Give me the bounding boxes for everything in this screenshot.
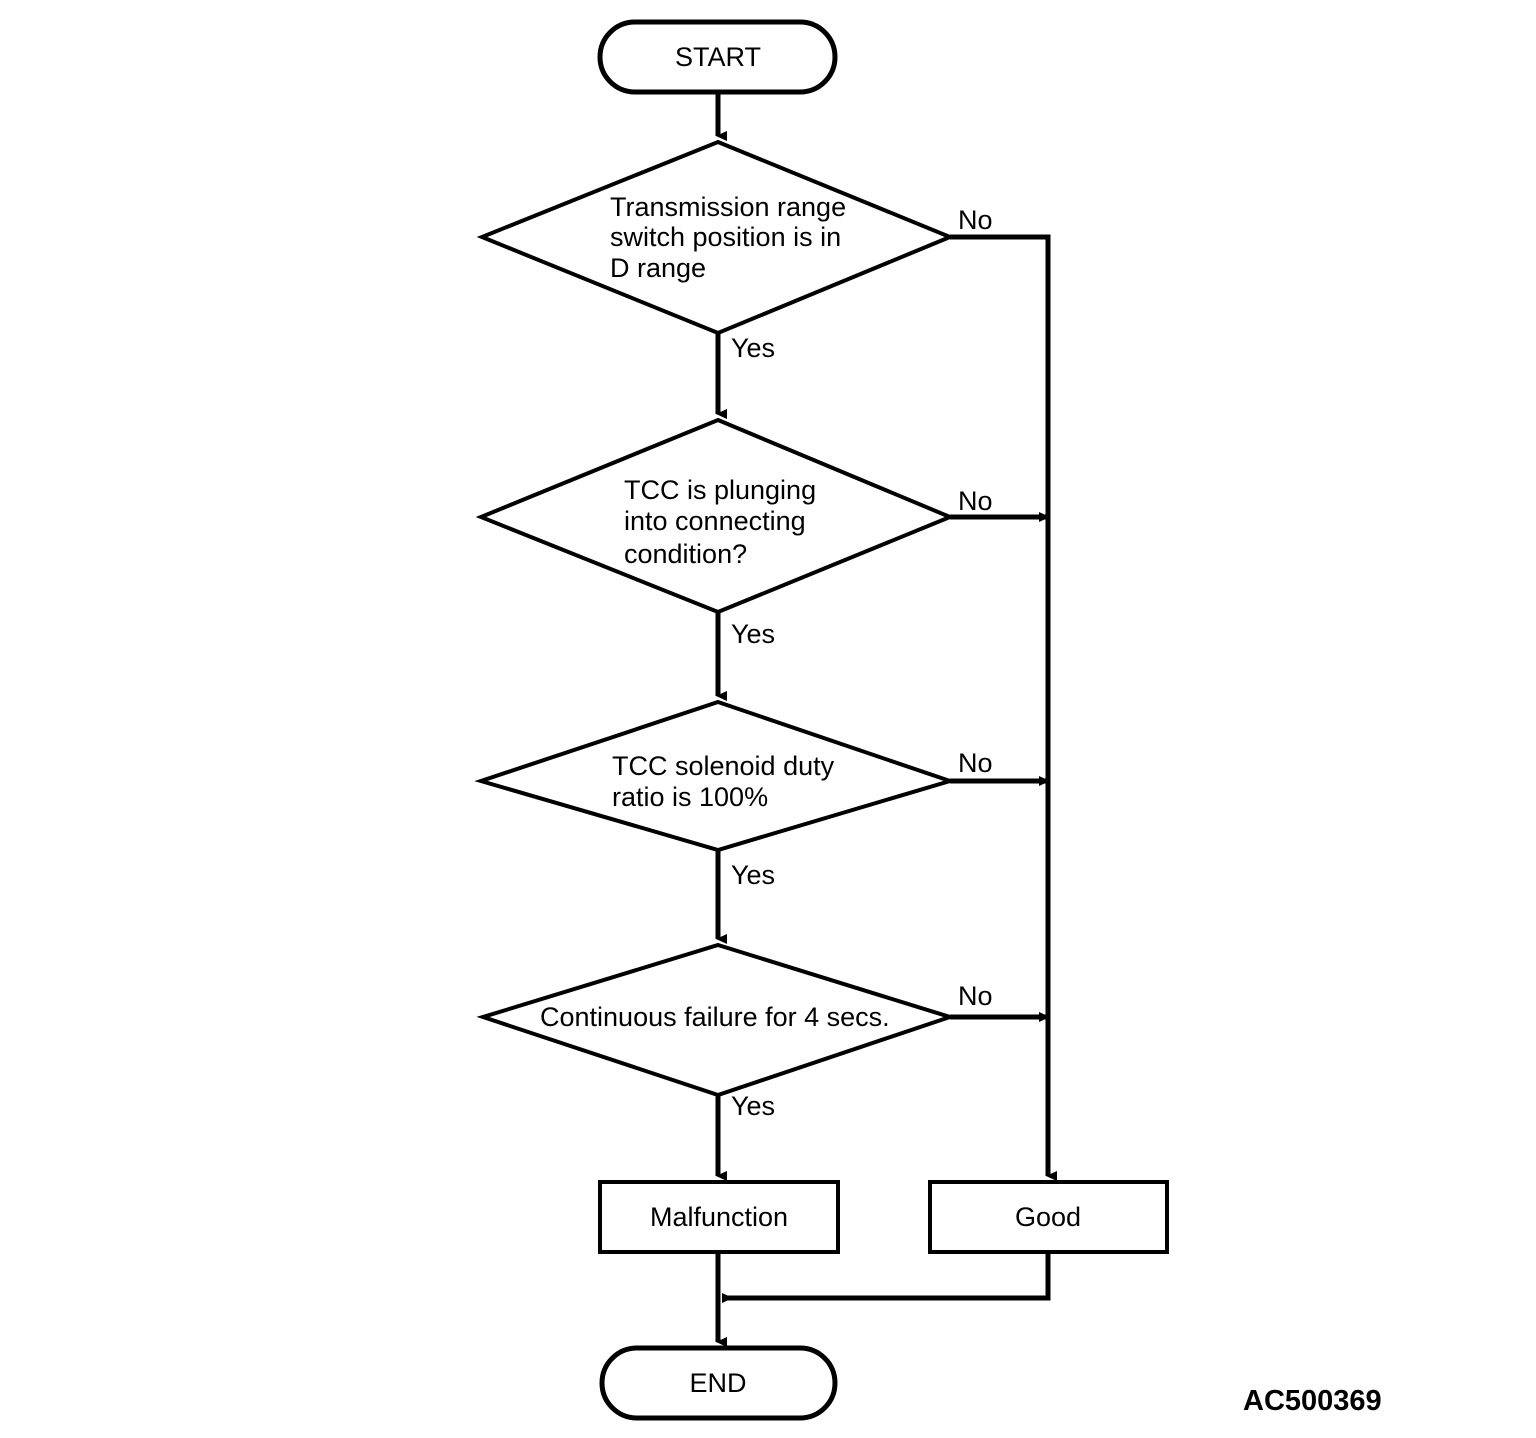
node-decision1-line1: Transmission range bbox=[610, 192, 846, 222]
node-good-label: Good bbox=[1015, 1202, 1081, 1232]
node-decision1-line3: D range bbox=[610, 253, 706, 283]
node-decision2-line1: TCC is plunging bbox=[624, 475, 816, 505]
node-end bbox=[599, 1345, 838, 1421]
edge-label-decision2-yes: Yes bbox=[731, 619, 775, 649]
node-decision-tcc-solenoid-duty bbox=[474, 699, 957, 853]
node-end-label: END bbox=[689, 1368, 746, 1398]
figure-code-label: AC500369 bbox=[1243, 1385, 1382, 1417]
node-decision1-line2: switch position is in bbox=[610, 222, 841, 252]
node-malfunction bbox=[598, 1180, 840, 1254]
edge-label-decision3-yes: Yes bbox=[731, 860, 775, 890]
edge-label-decision3-no: No bbox=[958, 748, 993, 778]
node-decision-transmission-range bbox=[476, 139, 956, 336]
node-start-label: START bbox=[675, 42, 761, 72]
connector-decision1-no bbox=[950, 234, 1057, 1181]
edge-label-decision1-yes: Yes bbox=[731, 333, 775, 363]
node-malfunction-label: Malfunction bbox=[650, 1202, 788, 1232]
node-decision2-line3: condition? bbox=[624, 539, 747, 569]
edge-label-decision1-no: No bbox=[958, 205, 993, 235]
edge-label-decision2-no: No bbox=[958, 486, 993, 516]
node-decision3-line2: ratio is 100% bbox=[612, 782, 768, 812]
connector-good-to-end bbox=[722, 1252, 1051, 1303]
node-decision4-line1: Continuous failure for 4 secs. bbox=[540, 1002, 890, 1032]
edge-label-decision4-yes: Yes bbox=[731, 1091, 775, 1121]
node-start bbox=[597, 19, 838, 95]
node-decision-tcc-plunging bbox=[475, 417, 956, 615]
node-decision3-line1: TCC solenoid duty bbox=[612, 751, 835, 781]
node-good bbox=[928, 1180, 1169, 1254]
node-decision2-line2: into connecting bbox=[624, 506, 806, 536]
edge-label-decision4-no: No bbox=[958, 981, 993, 1011]
node-decision-continuous-failure bbox=[476, 942, 957, 1098]
